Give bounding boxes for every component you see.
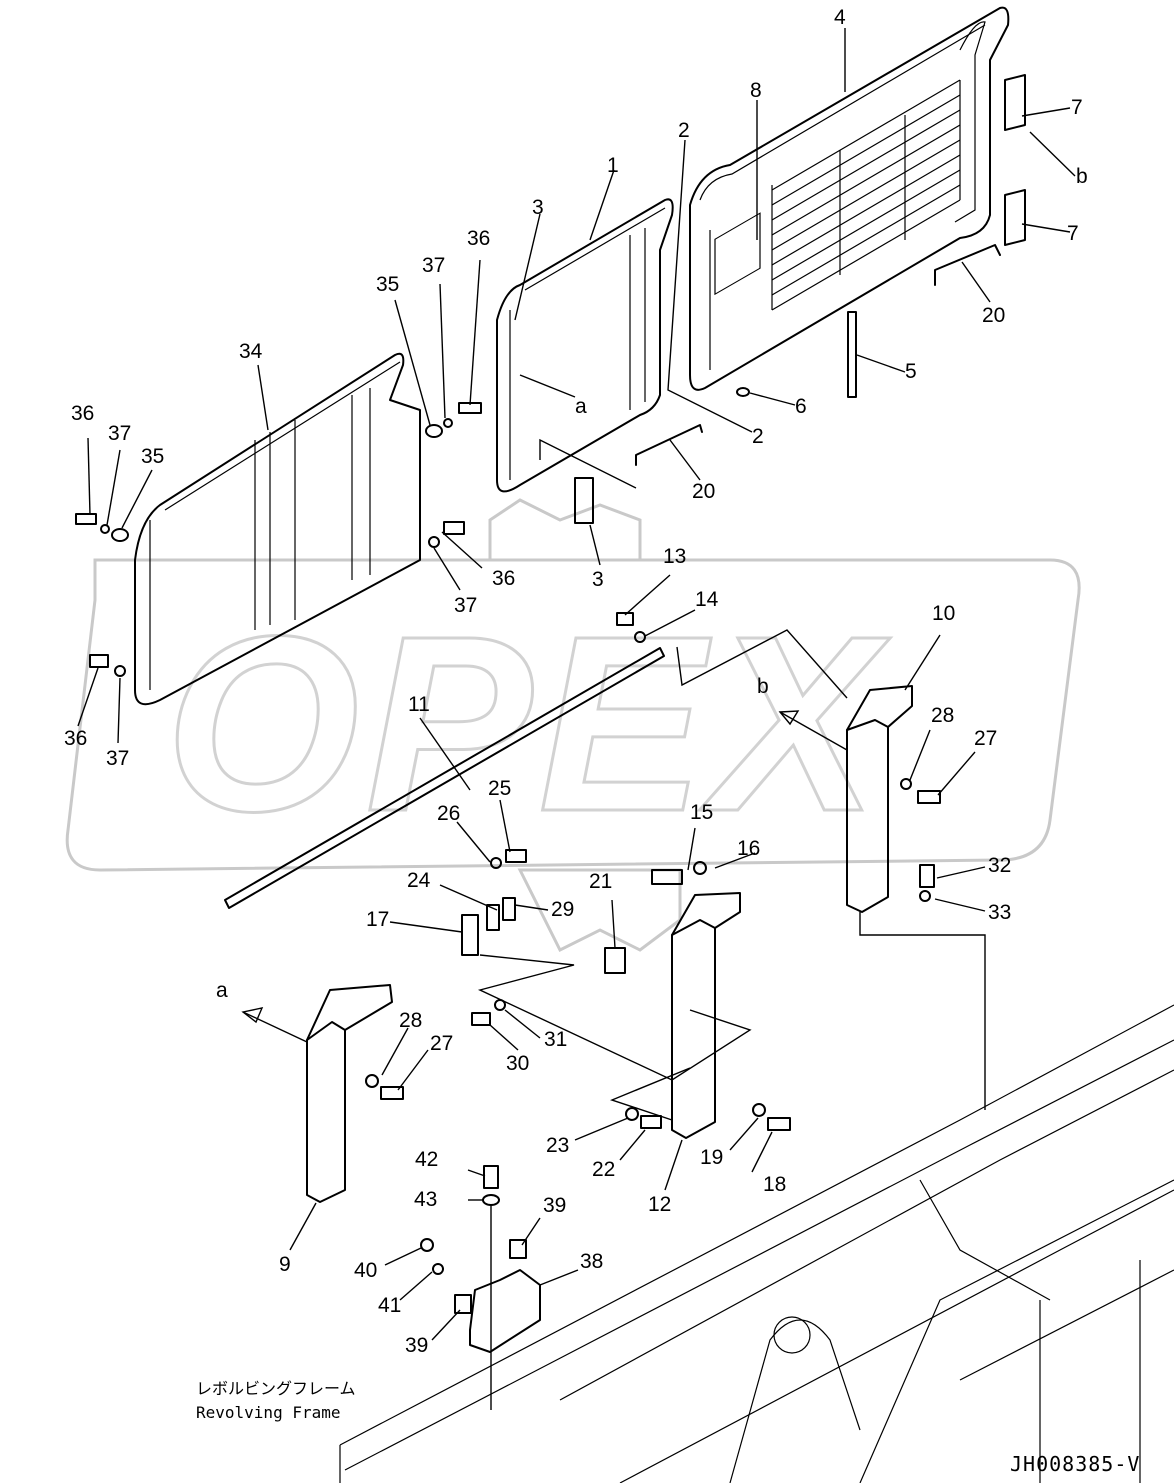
callout-part-23: 23 xyxy=(546,1134,569,1157)
callout-ref-b-1: b xyxy=(1076,165,1088,188)
callout-part-14: 14 xyxy=(695,588,719,611)
brackets-17-24-29 xyxy=(461,849,527,956)
callout-part-11: 11 xyxy=(408,693,430,716)
leader-lines xyxy=(77,28,1076,1410)
callout-part-41: 41 xyxy=(378,1294,401,1317)
hardware-upper xyxy=(75,74,1026,677)
callout-part-5: 5 xyxy=(905,360,917,383)
callout-part-6: 6 xyxy=(795,395,807,418)
louver-slats xyxy=(771,79,961,311)
callout-part-4: 4 xyxy=(834,6,846,29)
callout-ref-a-1: a xyxy=(575,395,587,418)
callout-part-26: 26 xyxy=(437,802,460,825)
callout-part-37-b: 37 xyxy=(108,422,131,445)
callout-part-37-c: 37 xyxy=(454,594,477,617)
callout-part-37-d: 37 xyxy=(106,747,129,770)
callout-part-1: 1 xyxy=(607,154,619,177)
door-panel-1 xyxy=(496,198,674,493)
callout-part-36-b: 36 xyxy=(71,402,94,425)
callout-part-3-b: 3 xyxy=(592,568,604,591)
door-panel-4 xyxy=(689,6,1010,391)
stay-9 xyxy=(306,984,404,1203)
callout-part-28-a: 28 xyxy=(399,1009,422,1032)
callout-part-27-b: 27 xyxy=(974,727,997,750)
callout-part-40: 40 xyxy=(354,1259,377,1282)
callout-part-43: 43 xyxy=(414,1188,437,1211)
callout-part-16: 16 xyxy=(737,837,760,860)
callout-part-39-a: 39 xyxy=(543,1194,566,1217)
callout-part-9: 9 xyxy=(279,1253,291,1276)
callout-part-10: 10 xyxy=(932,602,955,625)
frame-label-japanese: レボルビングフレーム xyxy=(196,1379,356,1398)
bracket-38 xyxy=(420,1165,541,1353)
callout-ref-a-2: a xyxy=(216,979,228,1002)
callout-part-8: 8 xyxy=(750,79,762,102)
frame-label-english: Revolving Frame xyxy=(196,1403,341,1422)
callout-part-3-a: 3 xyxy=(532,196,544,219)
callout-part-35-a: 35 xyxy=(376,273,399,296)
callout-part-39-b: 39 xyxy=(405,1334,428,1357)
callout-part-35-b: 35 xyxy=(141,445,164,468)
callout-part-36-a: 36 xyxy=(467,227,490,250)
callout-part-32: 32 xyxy=(988,854,1011,877)
panel-34 xyxy=(134,352,421,706)
callout-part-24: 24 xyxy=(407,869,431,892)
callout-part-21: 21 xyxy=(589,870,612,893)
rod-11 xyxy=(224,612,665,909)
callout-part-31: 31 xyxy=(544,1028,567,1051)
callout-part-25: 25 xyxy=(488,777,511,800)
callout-part-34: 34 xyxy=(239,340,263,363)
callout-part-17: 17 xyxy=(366,908,389,931)
callout-part-20-b: 20 xyxy=(982,304,1005,327)
callout-part-38: 38 xyxy=(580,1250,603,1273)
callout-part-13: 13 xyxy=(663,545,686,568)
callout-part-2-a: 2 xyxy=(678,119,690,142)
callout-part-36-d: 36 xyxy=(64,727,87,750)
callout-part-7-a: 7 xyxy=(1071,96,1083,119)
callout-part-19: 19 xyxy=(700,1146,723,1169)
stay-10 xyxy=(846,685,941,913)
callout-part-36-c: 36 xyxy=(492,567,515,590)
callout-part-7-b: 7 xyxy=(1067,222,1079,245)
callout-part-22: 22 xyxy=(592,1158,615,1181)
callout-part-2-b: 2 xyxy=(752,425,764,448)
callout-part-20-a: 20 xyxy=(692,480,715,503)
callout-labels: 1 2 2 3 3 4 5 6 7 7 8 9 10 11 12 13 14 1… xyxy=(64,6,1088,1357)
stay-12 xyxy=(471,861,791,1139)
revolving-frame xyxy=(339,1004,1174,1483)
callout-part-37-a: 37 xyxy=(422,254,445,277)
callout-part-33: 33 xyxy=(988,901,1011,924)
callout-part-42: 42 xyxy=(415,1148,438,1171)
callout-part-12: 12 xyxy=(648,1193,671,1216)
watermark: OPEX xyxy=(65,498,1081,953)
callout-part-30: 30 xyxy=(506,1052,529,1075)
callout-part-18: 18 xyxy=(763,1173,786,1196)
callout-part-28-b: 28 xyxy=(931,704,954,727)
callout-part-27-a: 27 xyxy=(430,1032,453,1055)
drawing-code: JH008385-V xyxy=(1010,1452,1140,1476)
callout-ref-b-2: b xyxy=(757,675,769,698)
callout-part-29: 29 xyxy=(551,898,574,921)
watermark-text: OPEX xyxy=(165,584,891,863)
callout-part-15: 15 xyxy=(690,801,713,824)
